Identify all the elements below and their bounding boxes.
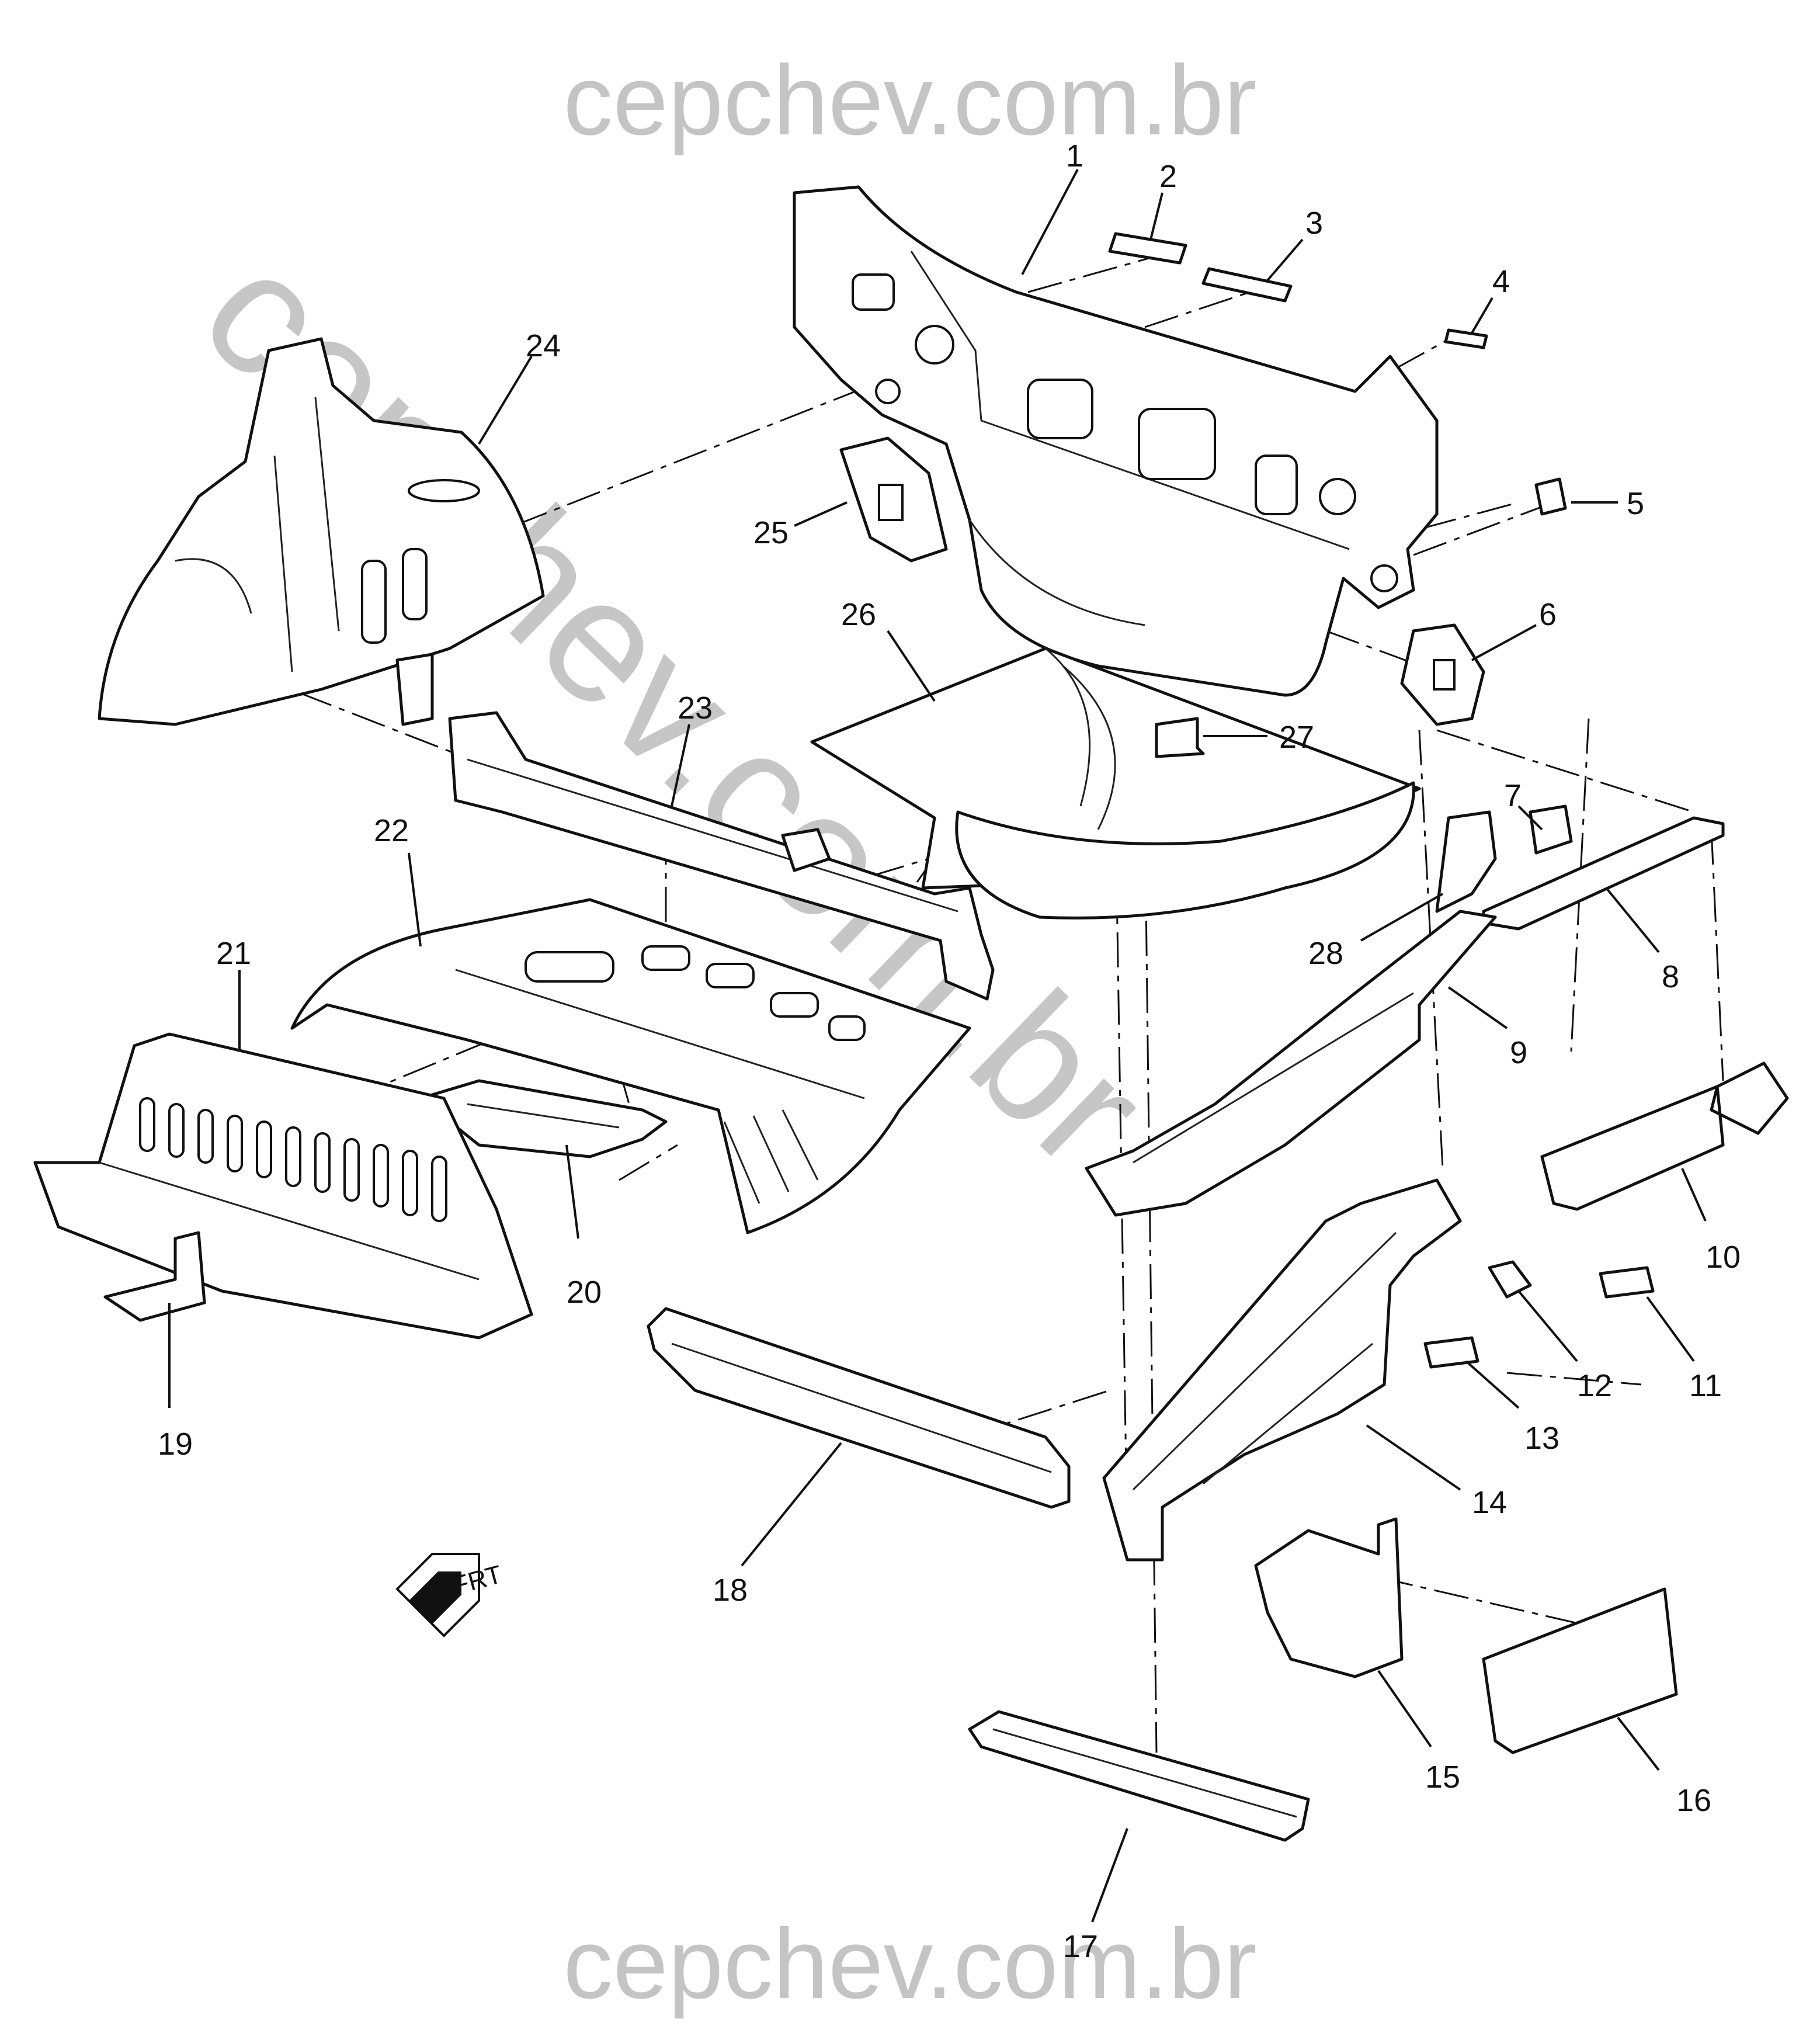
part-1-rear-panel bbox=[793, 185, 1439, 697]
part-4-clip bbox=[1444, 328, 1488, 349]
callout-13: 13 bbox=[1524, 1421, 1559, 1456]
part-15-bracket-assembly bbox=[1254, 1517, 1404, 1678]
callout-14: 14 bbox=[1472, 1485, 1507, 1520]
callout-11: 11 bbox=[1689, 1368, 1722, 1403]
part-28-bracket bbox=[1435, 810, 1497, 913]
leader-lines bbox=[168, 169, 1707, 1923]
callout-19: 19 bbox=[158, 1427, 193, 1462]
watermark-top: cepchev.com.br bbox=[563, 45, 1256, 156]
part-21-rear-end-panel bbox=[33, 1032, 533, 1340]
part-25-plate bbox=[839, 436, 948, 563]
part-22-rear-floor bbox=[290, 898, 971, 1234]
part-12-bracket bbox=[1488, 1260, 1532, 1299]
part-9-rear-rail bbox=[1085, 910, 1497, 1217]
callout-9: 9 bbox=[1510, 1035, 1527, 1070]
part-5-clip bbox=[1534, 477, 1567, 516]
part-13-bracket bbox=[1423, 1336, 1479, 1369]
callout-17: 17 bbox=[1063, 1929, 1098, 1964]
part-6-plate bbox=[1400, 623, 1485, 726]
callout-1: 1 bbox=[1066, 138, 1083, 174]
part-24-wheelhouse-panel bbox=[98, 337, 545, 726]
callout-6: 6 bbox=[1539, 597, 1557, 632]
callout-10: 10 bbox=[1706, 1240, 1741, 1275]
callout-16: 16 bbox=[1676, 1783, 1711, 1818]
callout-8: 8 bbox=[1662, 959, 1679, 994]
part-26-spare-well-floor bbox=[810, 647, 1421, 920]
callout-2: 2 bbox=[1159, 159, 1177, 194]
part-16-panel bbox=[1482, 1587, 1678, 1754]
part-23-rear-crossmember bbox=[448, 711, 995, 1001]
callout-23: 23 bbox=[678, 691, 713, 726]
front-direction-indicator: FRT bbox=[395, 1553, 505, 1637]
callout-12: 12 bbox=[1577, 1368, 1612, 1403]
part-2-bracket bbox=[1108, 232, 1187, 265]
watermark-bottom: cepchev.com.br bbox=[563, 1909, 1256, 2020]
callout-24: 24 bbox=[526, 328, 561, 363]
part-17-rocker bbox=[968, 1710, 1310, 1842]
callout-26: 26 bbox=[841, 597, 876, 632]
callout-20: 20 bbox=[567, 1275, 602, 1310]
callout-28: 28 bbox=[1308, 936, 1343, 971]
part-7-clip bbox=[1529, 804, 1573, 855]
callout-18: 18 bbox=[713, 1573, 748, 1608]
part-27-bracket bbox=[1155, 717, 1205, 758]
callout-labels: 1 2 3 4 5 6 7 8 9 10 11 12 13 14 15 16 1… bbox=[158, 138, 1741, 1964]
part-3-bracket bbox=[1201, 267, 1293, 303]
callout-4: 4 bbox=[1492, 264, 1510, 299]
vent-slots bbox=[139, 1097, 447, 1222]
callout-15: 15 bbox=[1425, 1760, 1460, 1795]
callout-7: 7 bbox=[1504, 778, 1522, 813]
part-14-side-rail-assembly bbox=[1102, 1178, 1462, 1562]
callout-27: 27 bbox=[1279, 720, 1314, 755]
part-8-rail-extension bbox=[1482, 816, 1725, 931]
part-11-bracket bbox=[1599, 1266, 1655, 1299]
callout-21: 21 bbox=[216, 936, 251, 971]
callout-3: 3 bbox=[1305, 206, 1323, 241]
part-10-rail-section bbox=[1540, 1061, 1789, 1211]
part-19-bracket bbox=[103, 1231, 206, 1322]
callout-25: 25 bbox=[753, 515, 789, 550]
callout-22: 22 bbox=[374, 813, 409, 848]
callout-5: 5 bbox=[1627, 486, 1644, 521]
part-18-floor-crossmember bbox=[647, 1307, 1071, 1509]
part-20-tray bbox=[419, 1079, 668, 1158]
